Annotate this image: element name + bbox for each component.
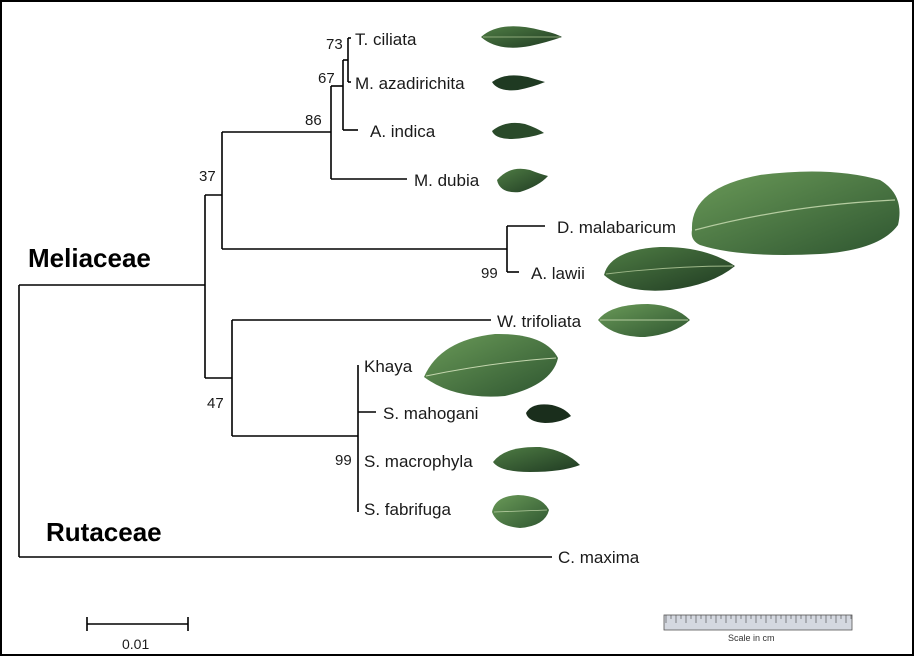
taxon-s-macrophyla: S. macrophyla bbox=[364, 452, 473, 471]
leaf-image-t-ciliata bbox=[481, 26, 562, 47]
leaf-image-s-macrophyla bbox=[493, 447, 580, 472]
taxon-s-mahogani: S. mahogani bbox=[383, 404, 478, 423]
bootstrap-47: 47 bbox=[207, 395, 224, 412]
taxon-khaya: Khaya bbox=[364, 357, 413, 376]
leaf-image-d-malabaricum bbox=[692, 171, 900, 254]
leaf-image-s-fabrifuga bbox=[492, 495, 549, 528]
leaf-image-m-dubia bbox=[497, 169, 548, 193]
ruler-caption: Scale in cm bbox=[728, 633, 775, 643]
leaf-image-a-lawii bbox=[604, 247, 735, 291]
taxon-m-azadirichita: M. azadirichita bbox=[355, 74, 465, 93]
bootstrap-67: 67 bbox=[318, 70, 335, 87]
taxon-labels: T. ciliata M. azadirichita A. indica M. … bbox=[355, 30, 676, 567]
bootstrap-99-a: 99 bbox=[481, 265, 498, 282]
ruler-body bbox=[664, 615, 852, 630]
ruler-scale: Scale in cm bbox=[664, 615, 852, 643]
taxon-t-ciliata: T. ciliata bbox=[355, 30, 417, 49]
bootstrap-73: 73 bbox=[326, 36, 343, 53]
taxon-m-dubia: M. dubia bbox=[414, 171, 480, 190]
taxon-c-maxima: C. maxima bbox=[558, 548, 640, 567]
leaf-image-w-trifoliata bbox=[598, 304, 690, 337]
scale-bar-label: 0.01 bbox=[122, 636, 149, 652]
family-label-rutaceae: Rutaceae bbox=[46, 517, 162, 547]
leaf-image-s-mahogani bbox=[526, 404, 571, 423]
bootstrap-37: 37 bbox=[199, 168, 216, 185]
taxon-d-malabaricum: D. malabaricum bbox=[557, 218, 676, 237]
taxon-a-lawii: A. lawii bbox=[531, 264, 585, 283]
taxon-s-fabrifuga: S. fabrifuga bbox=[364, 500, 451, 519]
taxon-a-indica: A. indica bbox=[370, 122, 436, 141]
distance-scale-bar: 0.01 bbox=[87, 617, 188, 652]
taxon-w-trifoliata: W. trifoliata bbox=[497, 312, 582, 331]
leaf-image-m-azadirichita bbox=[492, 75, 545, 90]
bootstrap-86: 86 bbox=[305, 112, 322, 129]
family-label-meliaceae: Meliaceae bbox=[28, 243, 151, 273]
leaf-image-khaya bbox=[424, 334, 558, 397]
tree-branches bbox=[19, 38, 552, 557]
bootstrap-99-b: 99 bbox=[335, 452, 352, 469]
leaf-image-a-indica bbox=[492, 123, 544, 139]
